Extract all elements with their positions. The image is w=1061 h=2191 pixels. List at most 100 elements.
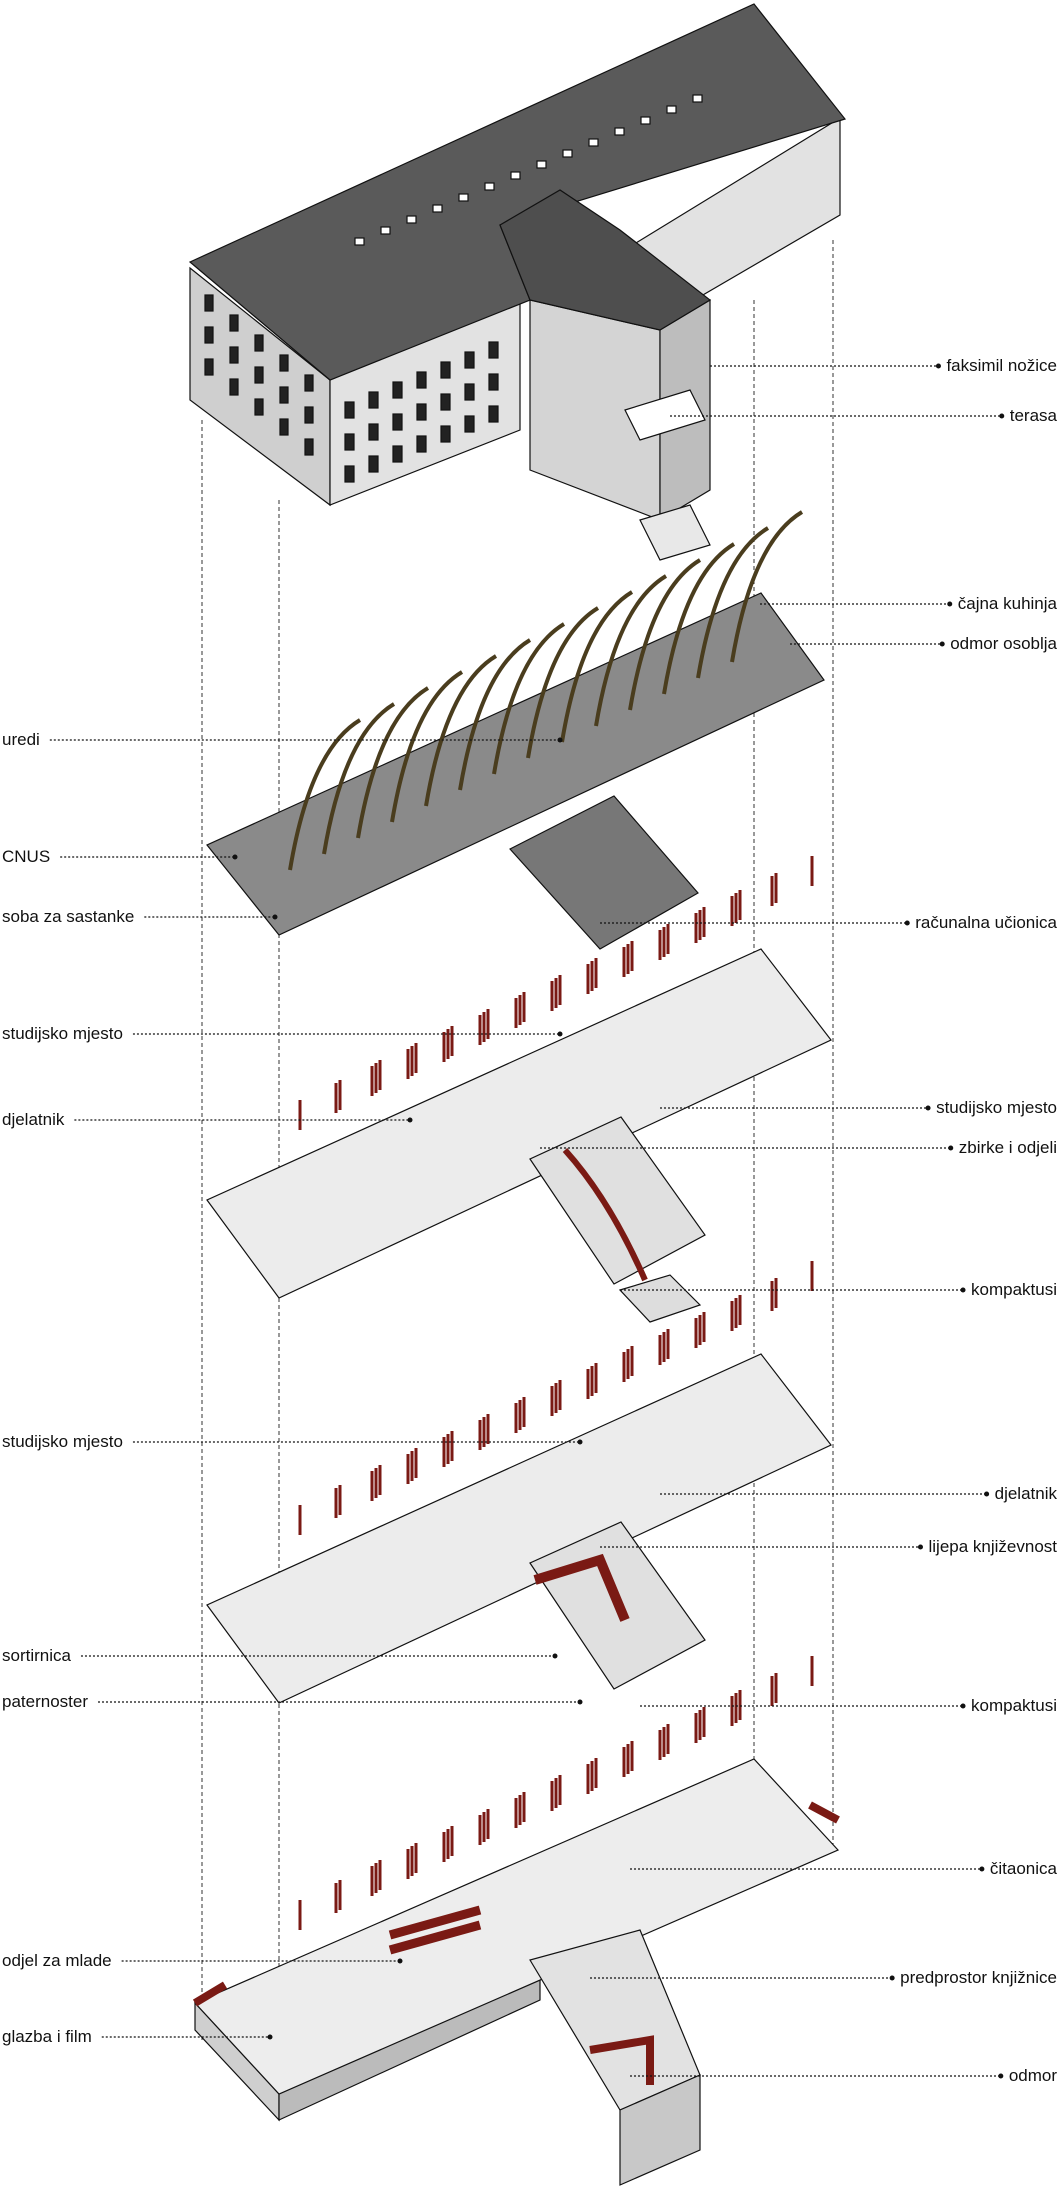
leader-dot [272, 914, 278, 920]
label-left: odjel za mlade [0, 1951, 114, 1971]
shelving-columns [298, 1261, 814, 1535]
skylight [536, 160, 547, 169]
label-right: odmor osoblja [948, 634, 1059, 654]
floor-2 [206, 856, 832, 1323]
skylight [432, 204, 443, 213]
window [440, 425, 451, 443]
label-right: faksimil nožice [944, 356, 1059, 376]
leader-dot [407, 1117, 413, 1123]
leader-dot [267, 2034, 273, 2040]
truss [662, 542, 736, 695]
window [416, 371, 427, 389]
label-left: glazba i film [0, 2027, 94, 2047]
shelving-columns [298, 856, 814, 1130]
window [464, 415, 475, 433]
roof-skylights [354, 94, 703, 246]
window [204, 294, 214, 312]
shelving-columns [298, 1656, 814, 1930]
roof-trusses [288, 510, 804, 871]
label-left: paternoster [0, 1692, 90, 1712]
window [416, 403, 427, 421]
label-right: predprostor knjižnice [898, 1968, 1059, 1988]
leader-dot [984, 1491, 990, 1497]
truss [526, 606, 600, 759]
leader-dot [960, 1703, 966, 1709]
window [229, 378, 239, 396]
leader-dot [397, 1958, 403, 1964]
skylight [588, 138, 599, 147]
label-left: studijsko mjesto [0, 1024, 125, 1044]
window [279, 354, 289, 372]
window [488, 373, 499, 391]
window [488, 405, 499, 423]
truss [628, 558, 702, 711]
window [344, 465, 355, 483]
label-left: sortirnica [0, 1646, 73, 1666]
window [204, 358, 214, 376]
skylight [510, 171, 521, 180]
window [392, 413, 403, 431]
label-left: CNUS [0, 847, 53, 867]
leader-dot [917, 1544, 923, 1550]
window [440, 361, 451, 379]
window [204, 326, 214, 344]
window [279, 386, 289, 404]
floor-attic [206, 510, 825, 950]
leader-dot [557, 737, 563, 743]
truss [492, 622, 566, 775]
floor-ground [192, 1656, 840, 2186]
leader-dot [552, 1653, 558, 1659]
truss [594, 574, 668, 727]
skylight [692, 94, 703, 103]
window [304, 438, 314, 456]
skylight [380, 226, 391, 235]
window [344, 433, 355, 451]
window [368, 391, 379, 409]
window [254, 334, 264, 352]
label-right: računalna učionica [913, 913, 1059, 933]
label-right: čajna kuhinja [955, 594, 1059, 614]
window [416, 435, 427, 453]
window [229, 314, 239, 332]
skylight [614, 127, 625, 136]
window [440, 393, 451, 411]
floor-1 [206, 1261, 832, 1704]
window [368, 455, 379, 473]
window [254, 366, 264, 384]
building-exterior [188, 3, 847, 561]
truss [322, 702, 396, 855]
leader-dot [577, 1439, 583, 1445]
leader-lines [49, 363, 1005, 2079]
leader-dot [232, 854, 238, 860]
label-right: djelatnik [992, 1484, 1059, 1504]
leader-dot [577, 1699, 583, 1705]
label-right: terasa [1007, 406, 1059, 426]
leader-dot [889, 1975, 895, 1981]
window [488, 341, 499, 359]
skylight [562, 149, 573, 158]
window [368, 423, 379, 441]
window [304, 406, 314, 424]
truss [356, 686, 430, 839]
window [464, 351, 475, 369]
leader-dot [979, 1866, 985, 1872]
window [254, 398, 264, 416]
label-left: studijsko mjesto [0, 1432, 125, 1452]
window [229, 346, 239, 364]
label-right: zbirke i odjeli [956, 1138, 1059, 1158]
truss [390, 670, 464, 823]
leader-dot [948, 1145, 954, 1151]
label-right: kompaktusi [969, 1280, 1059, 1300]
leader-dot [999, 413, 1005, 419]
label-left: djelatnik [0, 1110, 67, 1130]
skylight [666, 105, 677, 114]
window [392, 381, 403, 399]
label-right: odmor [1006, 2066, 1059, 2086]
leader-dot [939, 641, 945, 647]
label-left: soba za sastanke [0, 907, 137, 927]
skylight [354, 237, 365, 246]
truss [424, 654, 498, 807]
skylight [640, 116, 651, 125]
window [344, 401, 355, 419]
